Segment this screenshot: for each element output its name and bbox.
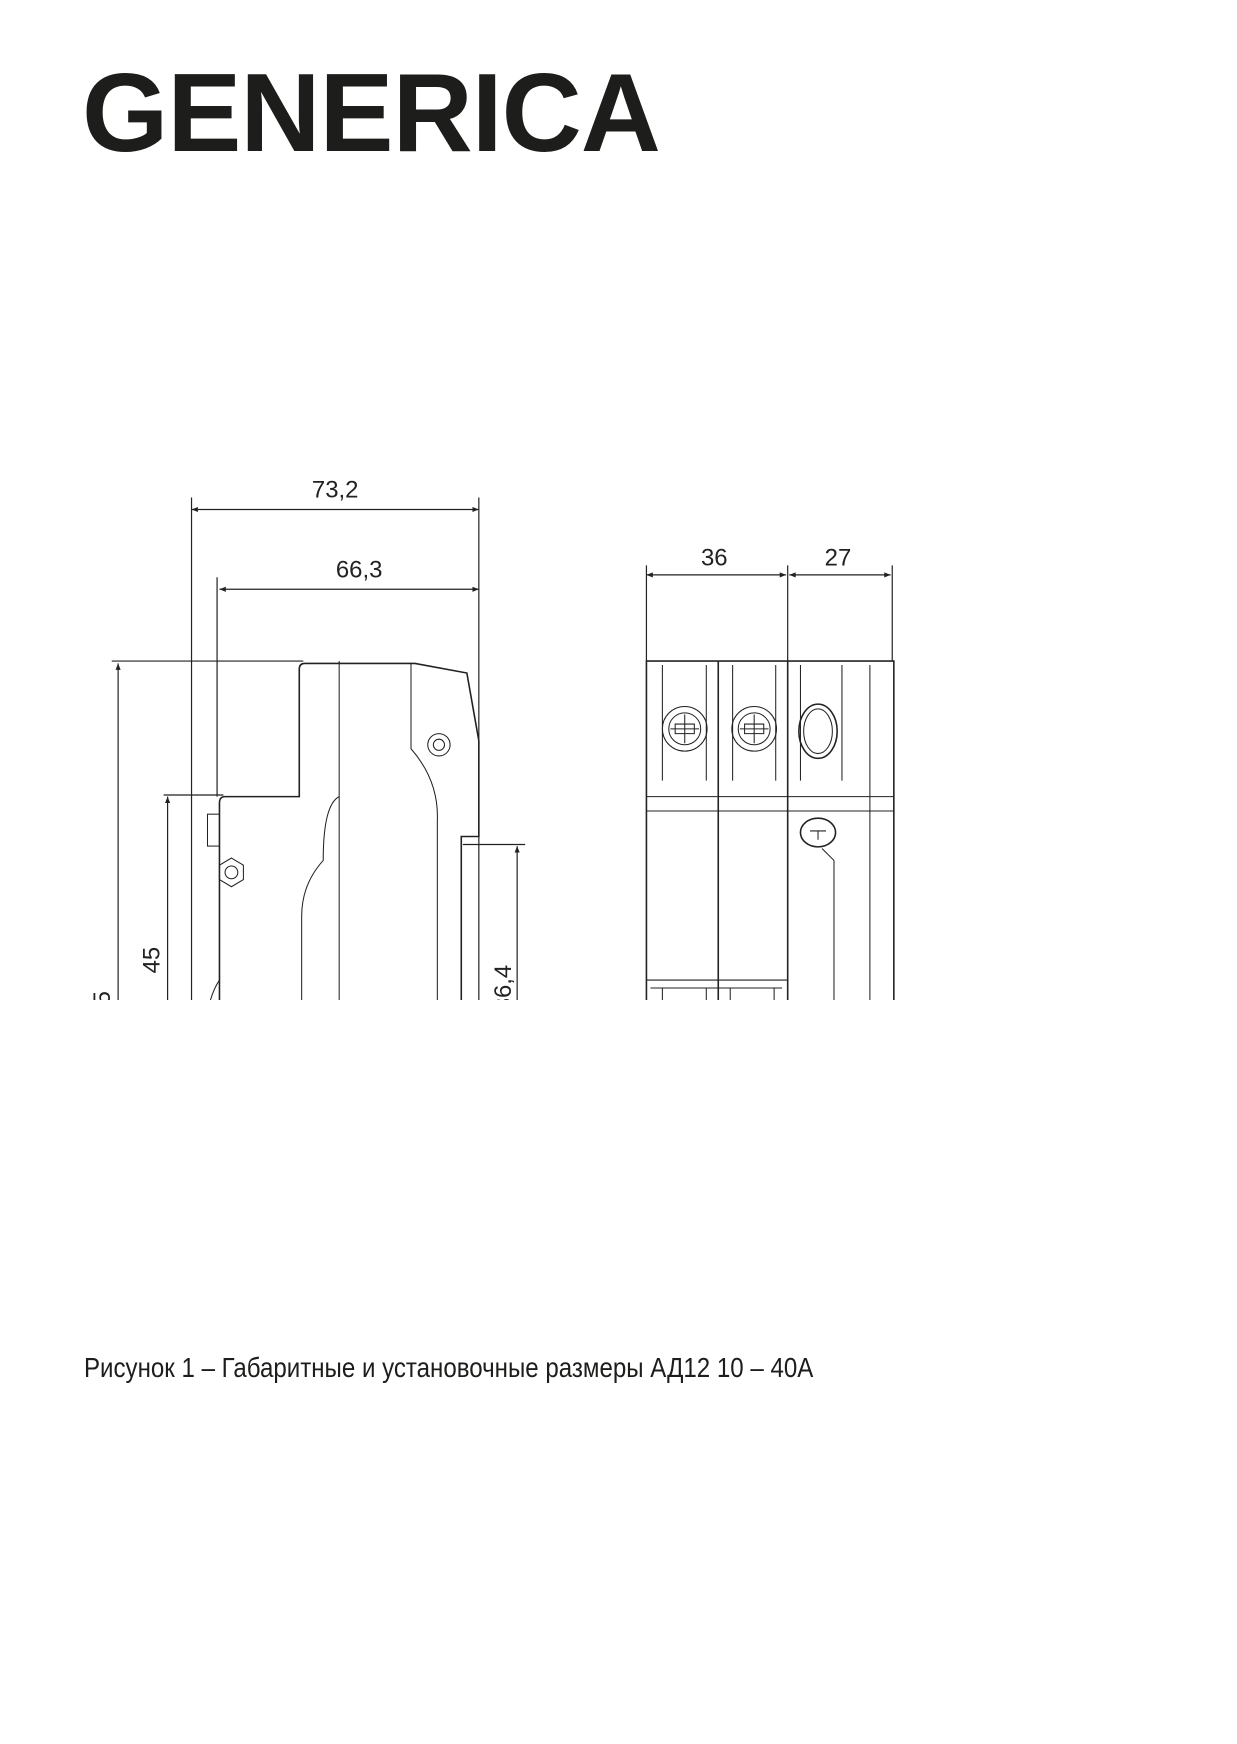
dim-73-2: 73,2 bbox=[312, 477, 359, 504]
dim-93-5: 93,5 bbox=[89, 991, 116, 1000]
dim-45: 45 bbox=[139, 947, 166, 974]
figure-caption: Рисунок 1 – Габаритные и установочные ра… bbox=[84, 1352, 814, 1383]
brand-logo: GENERICA bbox=[82, 51, 661, 175]
dim-36-4: 36,4 bbox=[490, 965, 517, 1000]
dim-27: 27 bbox=[825, 544, 852, 571]
terminal-screws bbox=[661, 703, 838, 760]
front-view: 36 27 bbox=[645, 544, 895, 1000]
test-button bbox=[799, 817, 837, 848]
side-view: 73,2 66,3 93,5 45 36,4 47 bbox=[89, 477, 526, 1000]
dim-36: 36 bbox=[701, 544, 728, 571]
dimension-drawing: 73,2 66,3 93,5 45 36,4 47 bbox=[89, 477, 895, 1000]
dim-66-3: 66,3 bbox=[336, 556, 383, 583]
